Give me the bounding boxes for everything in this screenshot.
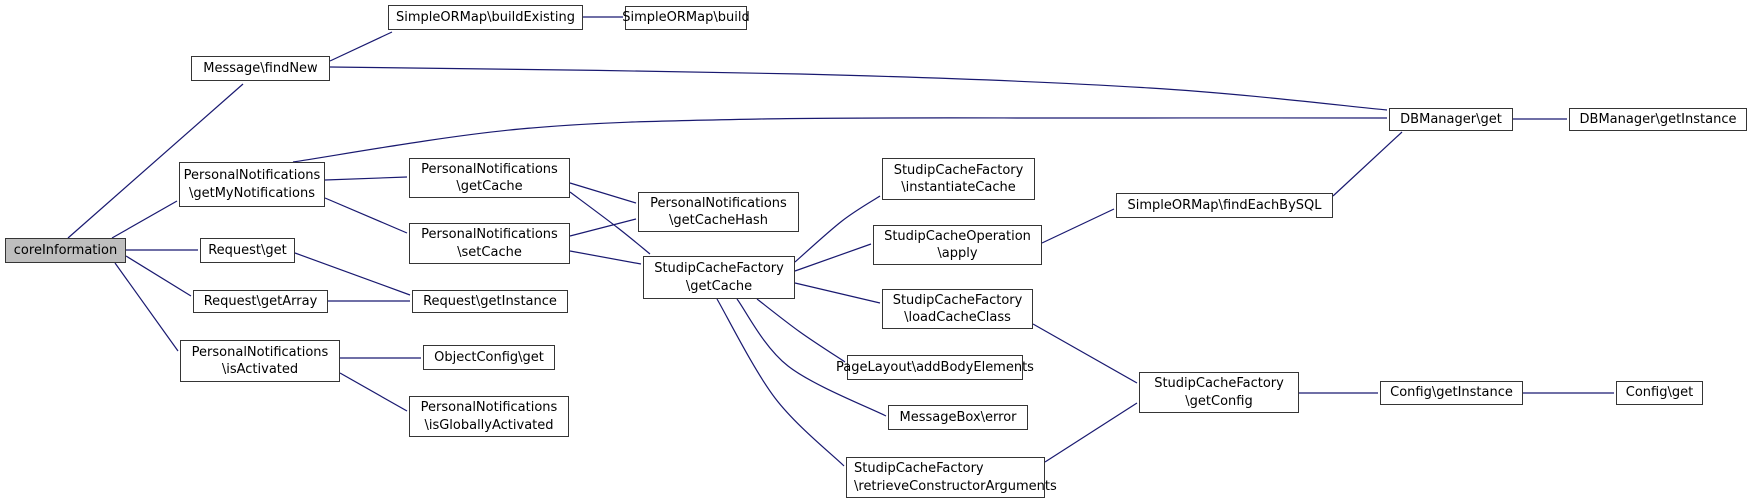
edge-getMyNotifications-to-dbmGet (292, 117, 1388, 163)
edge-scfGetCache-to-addBodyElements (756, 298, 846, 363)
node-label-line: \isGloballyActivated (424, 417, 554, 433)
node-label-line: ObjectConfig\get (434, 349, 544, 365)
node-configGet[interactable]: Config\get (1616, 381, 1703, 405)
node-scfGetConfig[interactable]: StudipCacheFactory\getConfig (1139, 372, 1299, 413)
edge-scfGetCache-to-messageBoxError (736, 298, 887, 417)
node-label-line: Config\getInstance (1390, 385, 1513, 401)
node-pnGetCache[interactable]: PersonalNotifications \getCache (409, 158, 570, 198)
node-isActivated[interactable]: PersonalNotifications \isActivated (180, 340, 340, 382)
node-label-line: \getConfig (1185, 393, 1253, 409)
node-core: coreInformation (5, 238, 126, 263)
node-pnSetCache[interactable]: PersonalNotifications\setCache (409, 223, 570, 264)
node-label-line: \getCacheHash (669, 213, 768, 228)
node-label-line: Request\getInstance (423, 293, 557, 309)
node-label-line: StudipCacheFactory (654, 261, 784, 277)
node-label-line: SimpleORMap\build (622, 10, 750, 26)
node-requestGetArray[interactable]: Request\getArray (193, 290, 328, 313)
node-label-line: PersonalNotifications (183, 168, 321, 184)
node-findEachBySQL[interactable]: SimpleORMap\findEachBySQL (1116, 193, 1333, 218)
node-label-line: \isActivated (221, 362, 299, 377)
node-label-line: SimpleORMap\buildExisting (396, 9, 575, 25)
node-messageBoxError[interactable]: MessageBox\error (888, 405, 1028, 430)
node-build[interactable]: SimpleORMap\build (622, 6, 750, 30)
node-label-line: PageLayout\addBodyElements (836, 359, 1034, 375)
edge-pnGetCache-to-scfGetCache (569, 191, 651, 255)
node-requestGetInstance[interactable]: Request\getInstance (412, 290, 568, 313)
node-retrieveCtorArgs[interactable]: StudipCacheFactory\retrieveConstructorAr… (846, 457, 1057, 498)
node-label-line: DBManager\getInstance (1579, 111, 1737, 127)
node-label-line: PersonalNotifications (191, 344, 329, 360)
node-isGloballyActivated[interactable]: PersonalNotifications\isGloballyActivate… (409, 396, 569, 437)
edge-findNew-to-dbmGet (329, 66, 1388, 111)
node-applyOp[interactable]: StudipCacheOperation \apply (873, 225, 1042, 265)
edge-core-to-findNew (67, 83, 244, 239)
node-label-line: Config\get (1625, 385, 1694, 401)
node-label-line: SimpleORMap\findEachBySQL (1127, 197, 1322, 213)
node-label-line: \instantiateCache (901, 180, 1016, 195)
edge-core-to-getMyNotifications (111, 200, 178, 239)
node-label-line: \getMyNotifications (188, 185, 315, 201)
node-requestGet[interactable]: Request\get (200, 238, 295, 263)
node-label-line: \getCache (456, 179, 523, 194)
node-label-line: DBManager\get (1400, 111, 1502, 127)
edge-scfGetCache-to-applyOp (794, 243, 872, 272)
node-label-line: \setCache (457, 244, 522, 260)
edge-core-to-requestGetArray (125, 255, 192, 297)
node-label-line: PersonalNotifications (420, 400, 558, 416)
edge-pnSetCache-to-getCacheHash (569, 218, 637, 237)
node-scfGetCache[interactable]: StudipCacheFactory\getCache (643, 256, 795, 299)
node-label-line: StudipCacheFactory (1154, 376, 1284, 392)
node-label-line: coreInformation (13, 242, 118, 258)
edge-core-to-isActivated (114, 262, 179, 352)
node-label-line: \getCache (685, 278, 753, 294)
edge-pnSetCache-to-scfGetCache (569, 250, 642, 265)
node-label-line: StudipCacheFactory (854, 461, 984, 477)
node-objectConfigGet[interactable]: ObjectConfig\get (423, 345, 555, 370)
edge-getMyNotifications-to-pnGetCache (324, 176, 408, 181)
edge-scfGetCache-to-retrieveCtorArgs (716, 298, 845, 467)
edge-findNew-to-buildExisting (329, 31, 393, 62)
edge-pnGetCache-to-getCacheHash (569, 182, 637, 204)
edge-requestGet-to-requestGetInstance (294, 252, 411, 296)
edge-retrieveCtorArgs-to-scfGetConfig (1044, 402, 1138, 463)
node-label-line: PersonalNotifications (650, 195, 787, 211)
edge-scfGetCache-to-instantiateCache (794, 195, 881, 263)
node-dbmGet[interactable]: DBManager\get (1389, 108, 1513, 131)
edge-applyOp-to-findEachBySQL (1041, 208, 1115, 244)
node-label-line: \retrieveConstructorArguments (854, 478, 1057, 494)
node-instantiateCache[interactable]: StudipCacheFactory \instantiateCache (882, 158, 1035, 200)
node-label-line: Message\findNew (203, 60, 318, 76)
node-label-line: PersonalNotifications (421, 161, 558, 177)
node-label-line: StudipCacheOperation (884, 228, 1031, 244)
node-label-line: MessageBox\error (899, 409, 1017, 425)
node-findNew[interactable]: Message\findNew (191, 56, 330, 81)
edge-findEachBySQL-to-dbmGet (1332, 131, 1403, 197)
node-addBodyElements[interactable]: PageLayout\addBodyElements (836, 355, 1034, 380)
node-getCacheHash[interactable]: PersonalNotifications \getCacheHash (638, 192, 799, 232)
node-getMyNotifications[interactable]: PersonalNotifications\getMyNotifications (179, 162, 325, 207)
node-label-line: \apply (937, 246, 978, 261)
node-label-line: StudipCacheFactory (892, 292, 1023, 308)
edges-group (67, 16, 1614, 467)
edge-loadCacheClass-to-scfGetConfig (1032, 323, 1138, 384)
node-label-line: PersonalNotifications (421, 227, 558, 243)
edge-isActivated-to-isGloballyActivated (339, 372, 408, 412)
edge-scfGetCache-to-loadCacheClass (794, 282, 881, 304)
node-label-line: \loadCacheClass (904, 310, 1011, 325)
edge-getMyNotifications-to-pnSetCache (324, 197, 408, 234)
node-loadCacheClass[interactable]: StudipCacheFactory \loadCacheClass (882, 289, 1033, 329)
node-dbmGetInstance[interactable]: DBManager\getInstance (1569, 108, 1747, 131)
node-configGetInstance[interactable]: Config\getInstance (1380, 381, 1523, 405)
node-buildExisting[interactable]: SimpleORMap\buildExisting (388, 5, 583, 30)
node-label-line: Request\getArray (203, 293, 318, 309)
node-label-line: Request\get (208, 242, 287, 258)
node-label-line: StudipCacheFactory (893, 162, 1024, 178)
